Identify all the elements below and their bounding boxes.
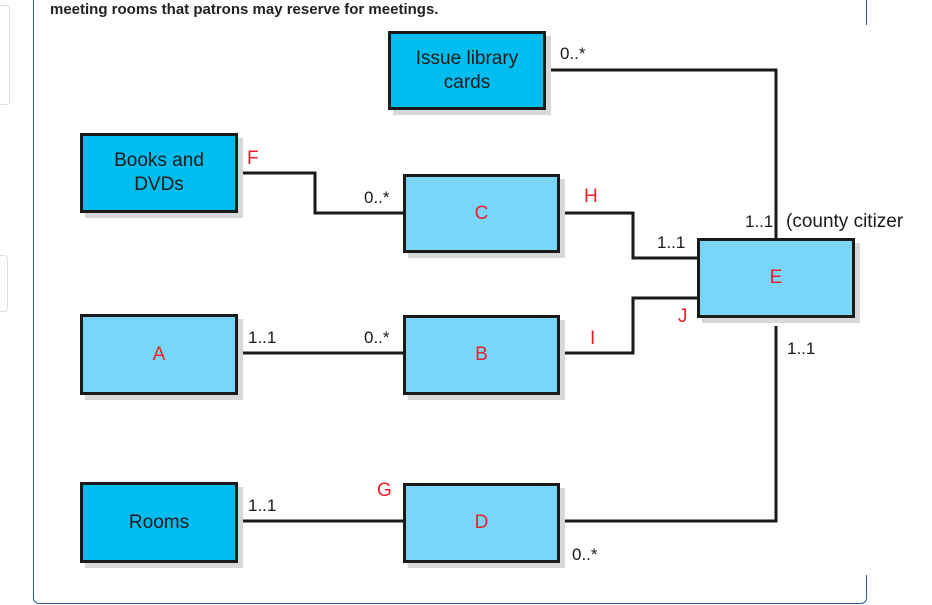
entity-books-dvds: Books and DVDs bbox=[80, 133, 238, 213]
label-i: I bbox=[590, 328, 596, 349]
entity-d: D bbox=[403, 483, 560, 563]
multiplicity: 1..1 bbox=[657, 233, 686, 252]
line-d-e bbox=[560, 326, 778, 523]
multiplicity: 0..* bbox=[364, 188, 390, 207]
line-c-e bbox=[560, 211, 697, 260]
multiplicity: 0..* bbox=[572, 545, 598, 564]
label-j: J bbox=[678, 306, 688, 327]
line-b-e bbox=[560, 296, 697, 355]
multiplicity: 0..* bbox=[364, 328, 390, 347]
label-g: G bbox=[377, 480, 392, 501]
question-caption: meeting rooms that patrons may reserve f… bbox=[50, 1, 439, 18]
label-f: F bbox=[247, 148, 259, 169]
multiplicity-note: (county citizer bbox=[786, 211, 904, 232]
label-h: H bbox=[584, 186, 598, 207]
entity-rooms: Rooms bbox=[80, 482, 238, 563]
multiplicity: 0..* bbox=[560, 44, 586, 63]
multiplicity: 1..1 bbox=[745, 212, 774, 231]
entity-a: A bbox=[80, 314, 238, 395]
side-panel bbox=[0, 255, 8, 312]
line-books-c bbox=[238, 171, 403, 215]
entity-b: B bbox=[403, 315, 560, 395]
entity-e: E bbox=[697, 238, 855, 318]
line-issue-e bbox=[546, 68, 778, 238]
side-panel bbox=[0, 5, 10, 105]
multiplicity: 1..1 bbox=[787, 339, 816, 358]
multiplicity: 1..1 bbox=[248, 496, 277, 515]
multiplicity: 1..1 bbox=[248, 328, 277, 347]
entity-c: C bbox=[403, 174, 560, 253]
entity-issue-library-cards: Issue library cards bbox=[388, 31, 546, 110]
